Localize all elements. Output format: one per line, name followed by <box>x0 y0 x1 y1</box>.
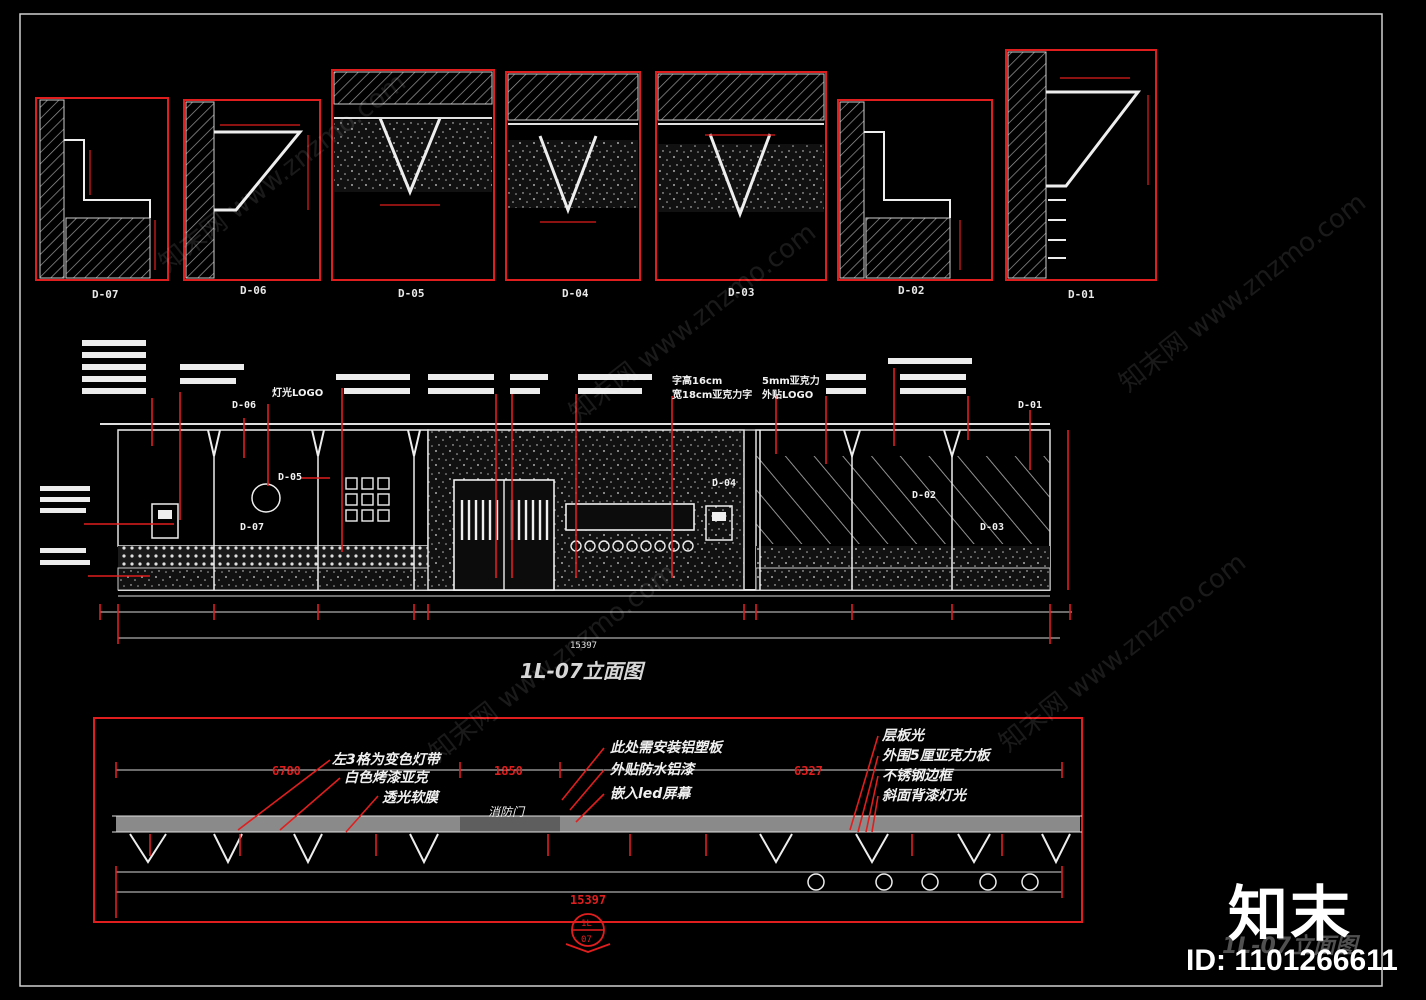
plan-note: 不锈钢边框 <box>882 767 955 784</box>
plan-note: 嵌入led屏幕 <box>610 785 693 802</box>
detail-label: D-04 <box>562 287 589 300</box>
callout-light-logo: 灯光LOGO <box>272 386 323 399</box>
plan-note: 斜面背漆灯光 <box>882 787 968 804</box>
section-mark: D-05 <box>278 472 302 483</box>
detail-d03 <box>655 71 827 281</box>
callout-acrylic-letters: 宽18cm亚克力字 <box>671 388 752 401</box>
drawing-id: ID: 1101266611 <box>1186 944 1398 977</box>
section-symbol: 1L 07 <box>565 913 611 953</box>
section-symbol-top: 1L <box>581 919 592 929</box>
plan-note: 此处需安装铝塑板 <box>610 739 725 756</box>
section-mark: D-03 <box>980 522 1004 533</box>
section-mark: D-06 <box>232 400 256 411</box>
detail-label: D-06 <box>240 284 267 297</box>
detail-d04 <box>505 71 641 281</box>
plan-dimension: 6327 <box>794 764 823 778</box>
plan-note: 透光软膜 <box>382 789 441 806</box>
elevation-middle-wall <box>427 429 745 591</box>
plan-door-label: 消防门 <box>488 805 526 819</box>
elevation-left-panels <box>117 429 429 591</box>
plan-dimension: 6780 <box>272 764 301 778</box>
elevation-right-panels <box>755 429 1051 591</box>
section-mark: D-01 <box>1018 400 1042 411</box>
plan-drawing: 6780 1850 6327 <box>93 717 1083 953</box>
drawing-border <box>19 13 1383 987</box>
detail-label: D-07 <box>92 288 119 301</box>
brand-logo: 知末 <box>1228 880 1352 950</box>
detail-d05 <box>331 69 495 281</box>
section-mark: D-07 <box>240 522 264 533</box>
detail-label: D-05 <box>398 287 425 300</box>
callout-font-height: 字高16cm <box>672 374 722 387</box>
plan-note: 外贴防水铝漆 <box>609 761 697 778</box>
corner-title: 1L-07立面图 <box>1222 934 1358 959</box>
callout-acrylic-5mm: 5mm亚克力 <box>762 374 820 387</box>
detail-label: D-02 <box>898 284 925 297</box>
plan-note: 层板光 <box>881 727 926 744</box>
plan-note: 左3格为变色灯带 <box>332 751 443 768</box>
plan-note: 白色烤漆亚克 <box>344 769 431 786</box>
section-mark: D-02 <box>912 490 936 501</box>
plan-total-dimension: 15397 <box>570 893 606 907</box>
detail-label: D-01 <box>1068 288 1095 301</box>
detail-row <box>35 49 1157 281</box>
callout-logo-applied: 外贴LOGO <box>761 388 813 401</box>
plan-note: 外围5厘亚克力板 <box>881 747 993 764</box>
elevation-total-dimension: 15397 <box>570 641 597 651</box>
elevation-title: 1L-07立面图 <box>520 659 646 683</box>
detail-label: D-03 <box>728 286 755 299</box>
elevation-drawing: 灯光LOGO 字高16cm 宽18cm亚克力字 5mm亚克力 外贴LOGO D-… <box>40 340 1072 683</box>
detail-d07 <box>35 97 169 281</box>
section-mark: D-04 <box>712 478 736 489</box>
detail-d06 <box>183 99 321 281</box>
detail-d01 <box>1005 49 1157 281</box>
detail-d02 <box>837 99 993 281</box>
plan-dimension: 1850 <box>494 764 523 778</box>
section-symbol-bottom: 07 <box>581 935 592 945</box>
